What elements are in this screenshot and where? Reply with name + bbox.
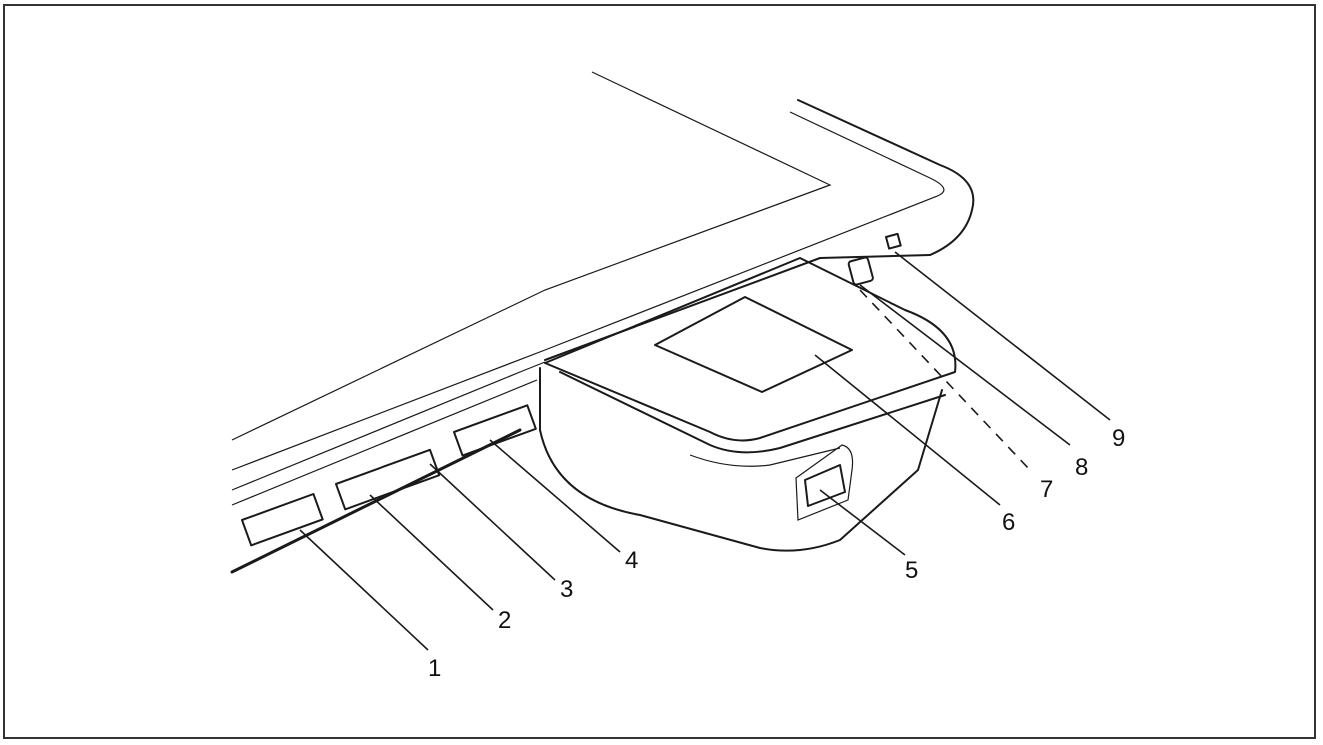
callout-3: 3: [560, 576, 573, 603]
module-rim: [559, 371, 946, 454]
bezel-inner: [231, 111, 945, 471]
side-edge-lower: [231, 379, 538, 506]
callout-labels: 1 2 3 4 5 6 7 8 9: [428, 425, 1125, 682]
module-front: [539, 367, 943, 552]
fingerprint-sensor: [654, 296, 853, 393]
module-port: [804, 464, 846, 507]
tablet-body: [230, 71, 975, 574]
module-port-shell: [795, 444, 854, 521]
leader-9: [894, 251, 1111, 421]
callout-2: 2: [498, 607, 511, 634]
module-inner-curve: [689, 447, 841, 467]
indicator-9: [885, 232, 902, 250]
bezel-outer: [797, 99, 975, 256]
leader-7: [859, 289, 1031, 471]
module-top: [544, 257, 957, 442]
side-edge-upper: [231, 361, 546, 491]
leader-3: [429, 463, 556, 581]
leader-2: [369, 494, 494, 611]
dock-module: [539, 257, 957, 552]
leader-1: [299, 529, 429, 651]
leader-5: [819, 489, 906, 556]
callout-4: 4: [625, 547, 638, 574]
switch-8: [847, 256, 874, 286]
callout-6: 6: [1002, 509, 1015, 536]
leader-lines: [299, 251, 1111, 651]
leader-8: [859, 284, 1071, 446]
callout-7: 7: [1040, 476, 1053, 503]
figure-frame: [3, 4, 1316, 739]
callout-1: 1: [428, 655, 441, 682]
callout-9: 9: [1112, 425, 1125, 452]
callout-8: 8: [1075, 454, 1088, 481]
side-ports: [241, 404, 537, 547]
callout-5: 5: [905, 557, 918, 584]
leader-6: [814, 354, 1001, 506]
leader-4: [489, 439, 621, 553]
port-2-outline: [335, 448, 441, 511]
screen-edge: [231, 71, 832, 441]
body-top-edge: [544, 254, 931, 361]
corner-controls: [847, 232, 902, 286]
port-1-outline: [241, 493, 324, 547]
port-3-outline: [453, 404, 537, 457]
